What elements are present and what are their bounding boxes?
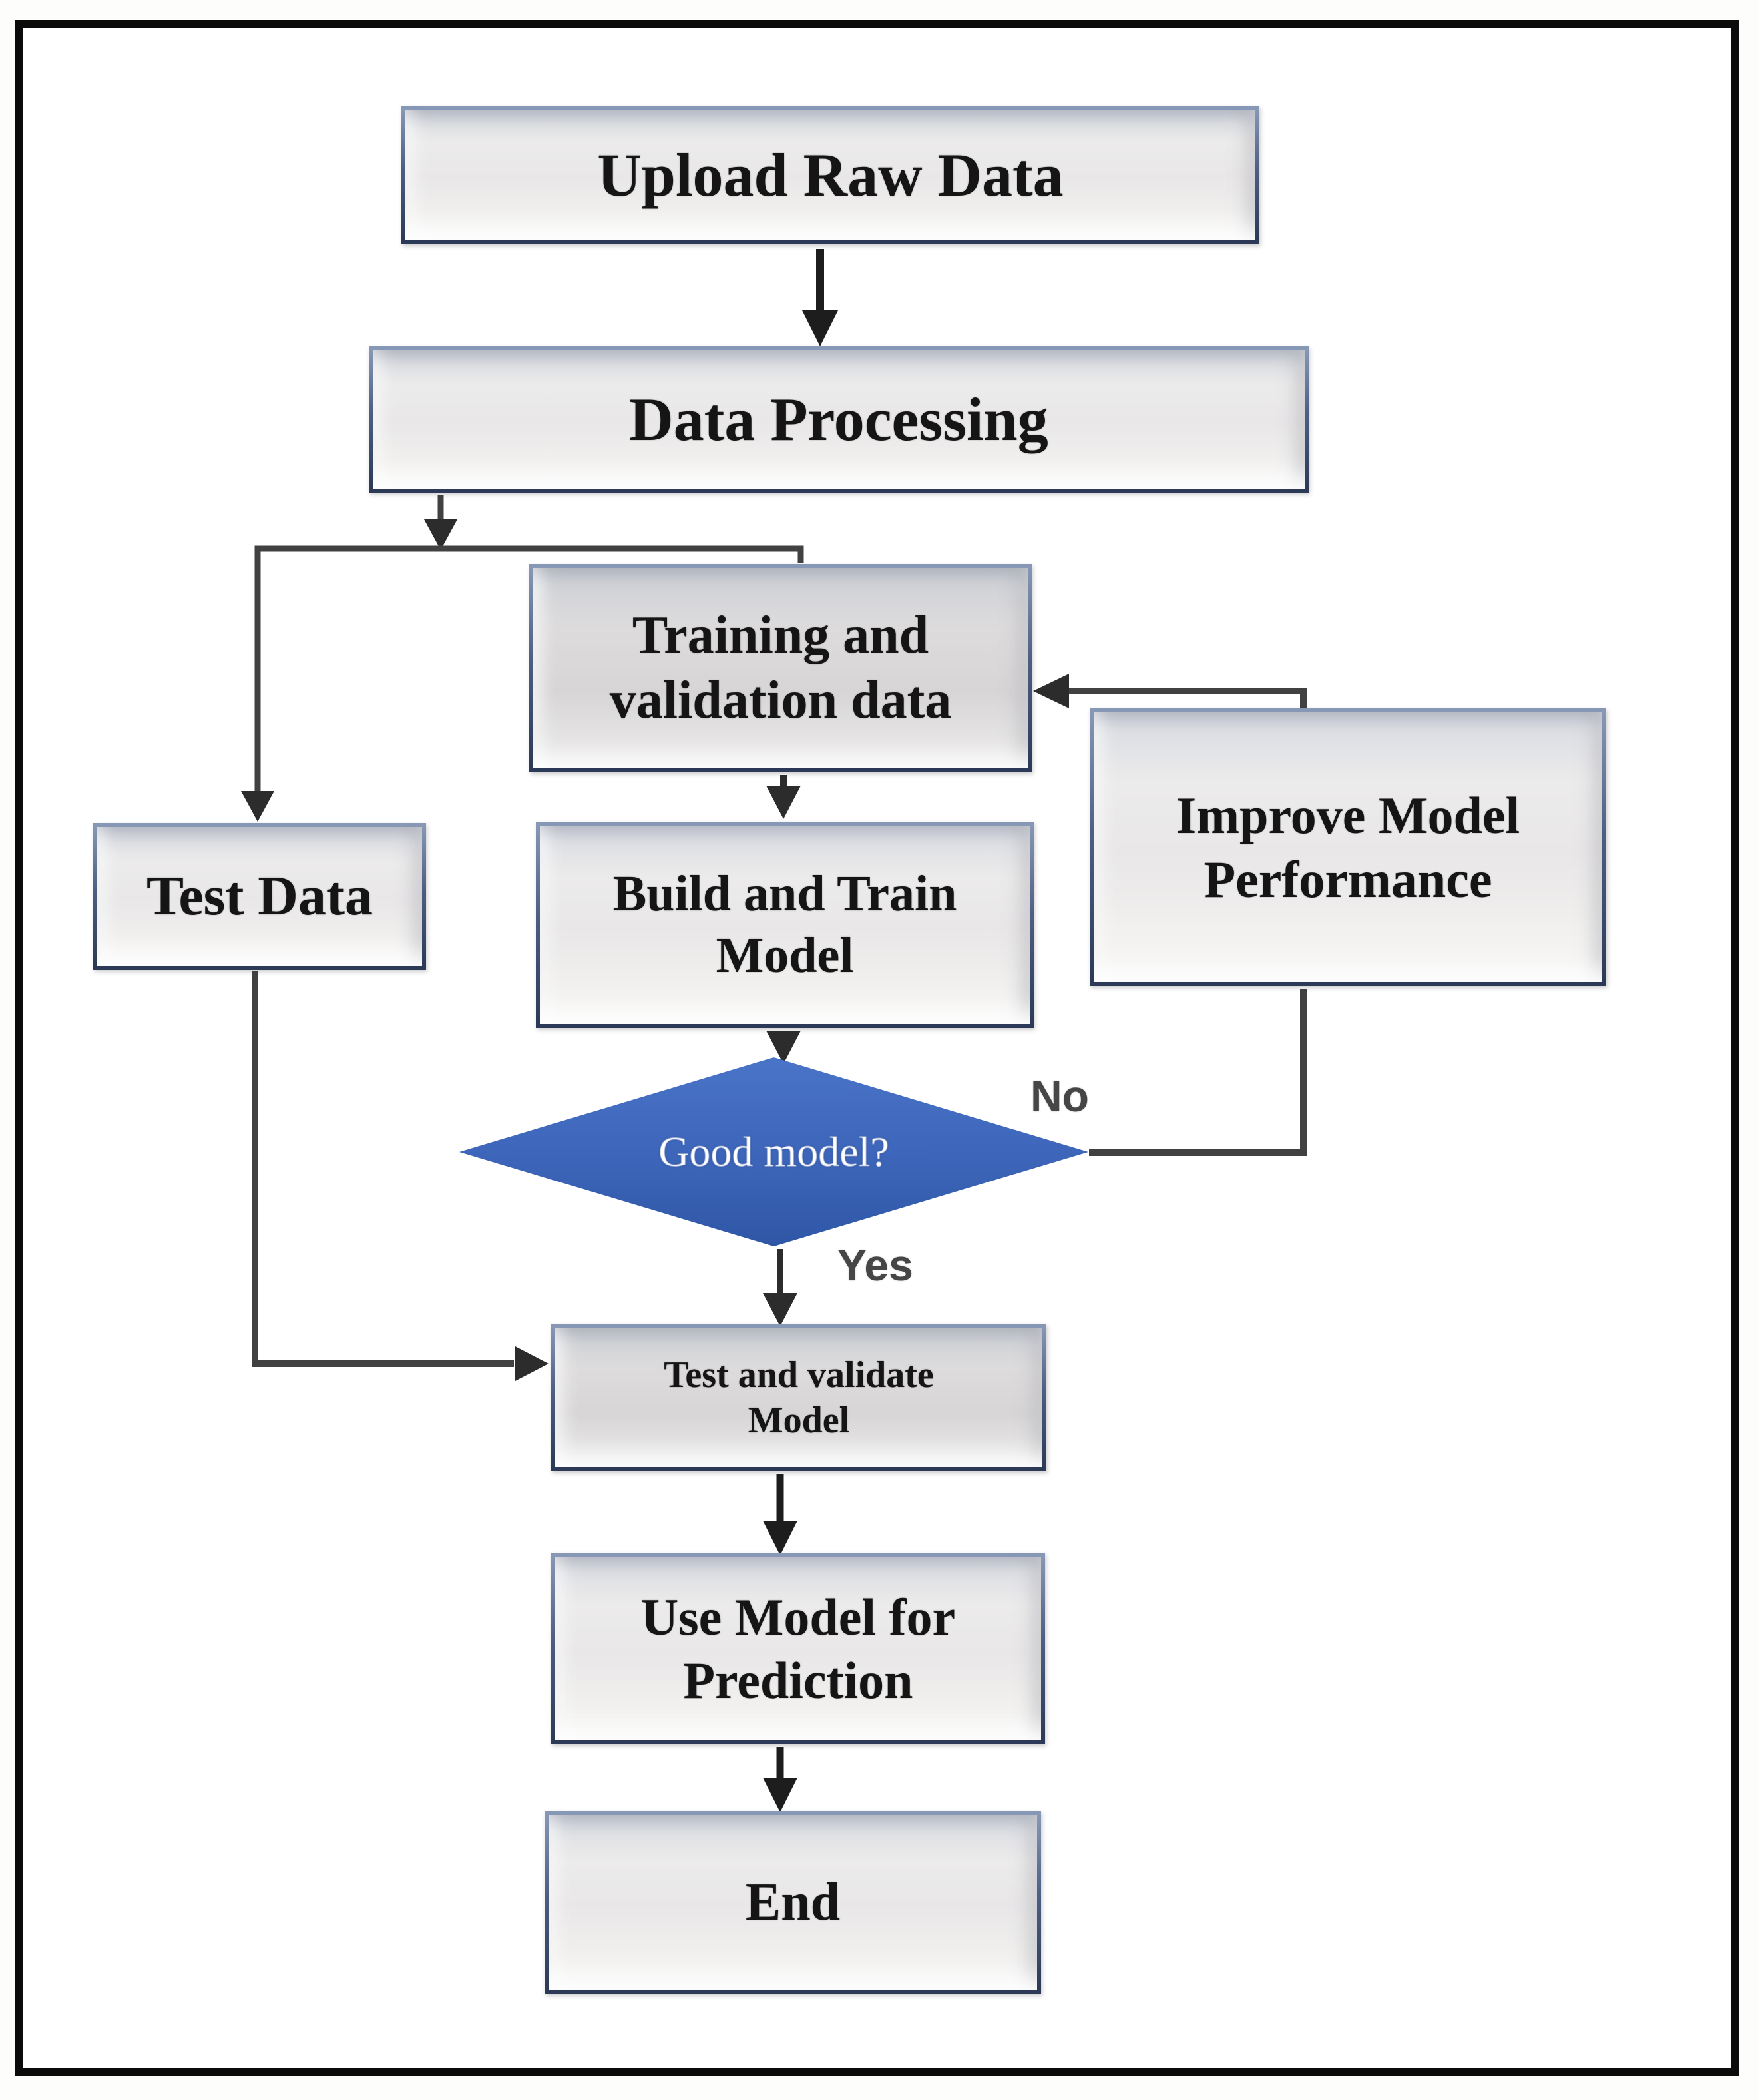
test-and-validate-model-label: Test and validate Model bbox=[664, 1354, 934, 1441]
arrowhead-build-to-decision bbox=[766, 1031, 801, 1064]
upload-raw-data-label: Upload Raw Data bbox=[597, 140, 1064, 209]
training-validation-data-label: Training and validation data bbox=[609, 605, 952, 730]
arrowhead-testvalidate-to-usemodel bbox=[763, 1521, 797, 1555]
arrowhead-branch-to-testdata bbox=[241, 791, 274, 822]
test-data-label: Test Data bbox=[146, 865, 373, 927]
use-model-for-prediction-label: Use Model for Prediction bbox=[640, 1587, 956, 1709]
test-data-box: Test Data bbox=[93, 823, 426, 970]
line-decision-no bbox=[1089, 989, 1307, 1156]
arrowhead-decision-yes bbox=[763, 1293, 797, 1326]
arrowhead-usemodel-to-end bbox=[763, 1778, 797, 1812]
data-processing-box: Data Processing bbox=[369, 346, 1309, 493]
arrowhead-improve-to-training bbox=[1033, 674, 1069, 708]
arrowhead-upload-to-processing bbox=[802, 310, 838, 346]
good-model-decision-label: Good model? bbox=[658, 1128, 889, 1175]
build-and-train-model-label: Build and Train Model bbox=[612, 866, 957, 983]
yes-branch-label: Yes bbox=[837, 1240, 913, 1290]
build-and-train-model-box: Build and Train Model bbox=[536, 822, 1034, 1028]
improve-model-performance-box: Improve Model Performance bbox=[1090, 708, 1606, 986]
no-branch-label: No bbox=[1030, 1071, 1089, 1121]
end-label: End bbox=[745, 1872, 841, 1932]
end-box: End bbox=[545, 1811, 1041, 1994]
arrowhead-processing-branch bbox=[424, 519, 457, 550]
test-and-validate-model-box: Test and validate Model bbox=[551, 1324, 1046, 1471]
upload-raw-data-box: Upload Raw Data bbox=[401, 106, 1259, 244]
arrowhead-testdata-to-testvalidate bbox=[515, 1346, 549, 1381]
data-processing-label: Data Processing bbox=[629, 385, 1048, 453]
training-validation-data-box: Training and validation data bbox=[529, 564, 1032, 772]
line-improve-to-training bbox=[1068, 688, 1307, 710]
line-branch-split bbox=[254, 545, 804, 794]
use-model-for-prediction-box: Use Model for Prediction bbox=[551, 1553, 1045, 1744]
line-testdata-to-testvalidate bbox=[252, 971, 514, 1367]
arrowhead-training-to-build bbox=[766, 786, 801, 819]
improve-model-performance-label: Improve Model Performance bbox=[1176, 786, 1520, 908]
